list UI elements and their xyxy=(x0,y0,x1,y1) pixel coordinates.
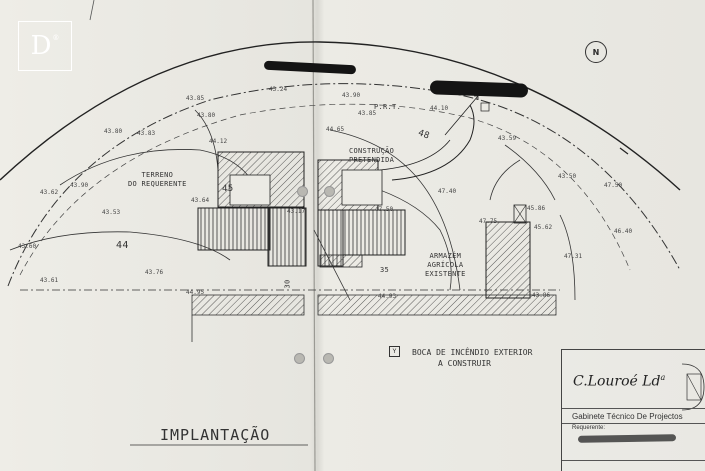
elevation-label: 44.10 xyxy=(430,105,449,112)
stamp-icon xyxy=(681,363,705,411)
elevation-label: 43.61 xyxy=(40,277,59,284)
elevation-label: 44.12 xyxy=(209,138,228,145)
contour-label-45: 45 xyxy=(222,184,234,194)
title-block: C.Louroé Lda Gabinete Técnico De Project… xyxy=(561,349,705,471)
elevation-label: 43.76 xyxy=(145,269,164,276)
logo-letter: D xyxy=(30,31,52,61)
elevation-label: 43.80 xyxy=(197,112,216,119)
elevation-label: 45.86 xyxy=(527,205,546,212)
elevation-label: 43.86 xyxy=(532,292,551,299)
elevation-label: 43.60 xyxy=(18,243,37,250)
elevation-label: 43.80 xyxy=(104,128,123,135)
elevation-label: 43.90 xyxy=(342,92,361,99)
elevation-label: 43.64 xyxy=(191,197,210,204)
title-block-divider xyxy=(562,423,705,424)
binder-hole xyxy=(324,186,335,197)
title-underline xyxy=(130,444,308,446)
label-terreno: TERRENO DO REQUERENTE xyxy=(128,171,187,188)
label-prt: P.R.T. xyxy=(374,103,402,111)
elevation-label: 43.24 xyxy=(269,86,288,93)
watermark-logo: D® xyxy=(18,21,72,71)
north-arrow-icon: N xyxy=(585,41,607,63)
elevation-label: 43.83 xyxy=(137,130,156,137)
binder-hole xyxy=(323,353,334,364)
binder-hole xyxy=(297,186,308,197)
elevation-label: 43.90 xyxy=(70,182,89,189)
requerente-label: Requerente: xyxy=(572,425,606,431)
label-30: 30 xyxy=(283,279,292,289)
elevation-label: 43.59 xyxy=(498,135,517,142)
elevation-label: 47.40 xyxy=(438,188,457,195)
elevation-label: 47.31 xyxy=(564,253,583,260)
label-35: 35 xyxy=(380,266,390,274)
elevation-label: 43.85 xyxy=(186,95,205,102)
elevation-label: 45.62 xyxy=(534,224,553,231)
elevation-label: 44.65 xyxy=(326,126,345,133)
elevation-label: 43.17 xyxy=(287,208,306,215)
logo-mark: ® xyxy=(52,34,60,42)
elevation-label: 44.95 xyxy=(186,289,205,296)
binder-hole xyxy=(294,353,305,364)
elevation-label: 43.53 xyxy=(102,209,121,216)
elevation-label: 44.93 xyxy=(378,293,397,300)
contour-label-44: 44 xyxy=(116,240,129,251)
legend-hydrant: BOCA DE INCÊNDIO EXTERIOR A CONSTRUIR xyxy=(412,348,533,368)
north-label: N xyxy=(592,47,600,57)
hydrant-symbol-icon: Y xyxy=(389,346,400,357)
title-block-divider xyxy=(562,408,705,409)
elevation-label: 43.50 xyxy=(558,173,577,180)
elevation-label: 43.85 xyxy=(358,110,377,117)
label-construcao: CONSTRUÇÃO PRETENDIDA xyxy=(349,147,395,164)
company-name: C.Louroé Lda xyxy=(573,373,666,390)
elevation-label: 47.50 xyxy=(604,182,623,189)
elevation-label: 47.50 xyxy=(375,206,394,213)
elevation-label: 43.62 xyxy=(40,189,59,196)
elevation-label: 47.75 xyxy=(479,218,498,225)
label-armazem: ARMAZÉM AGRÍCOLA EXISTENTE xyxy=(425,252,466,278)
elevation-label: 46.40 xyxy=(614,228,633,235)
title-block-divider xyxy=(562,460,705,461)
company-subtitle: Gabinete Técnico De Projectos xyxy=(572,412,683,421)
drawing-title: IMPLANTAÇÃO xyxy=(160,426,271,444)
